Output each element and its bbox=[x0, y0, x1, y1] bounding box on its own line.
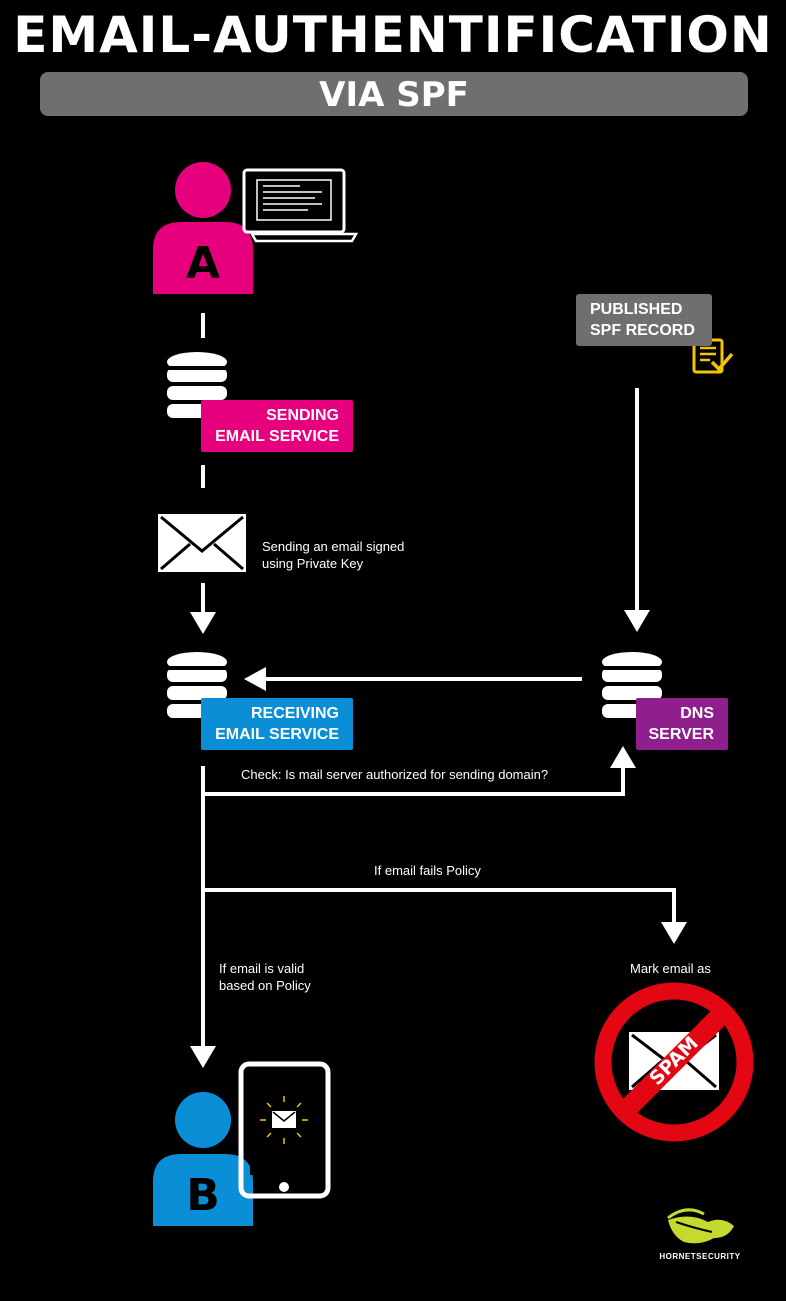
spf-document-icon bbox=[692, 338, 734, 374]
arrow-left bbox=[244, 667, 582, 691]
sending-service-line2: EMAIL SERVICE bbox=[215, 428, 339, 445]
hornet-logo-icon bbox=[667, 1208, 734, 1244]
person-b-icon bbox=[153, 1092, 253, 1226]
spf-record-line1: PUBLISHED bbox=[590, 301, 683, 318]
diagram-subtitle: VIA SPF bbox=[40, 72, 748, 116]
smartphone-icon bbox=[238, 1061, 331, 1199]
check-connector bbox=[203, 746, 636, 796]
dns-server-label: DNS SERVER bbox=[636, 698, 728, 750]
envelope-icon bbox=[158, 514, 246, 572]
person-a-letter: A bbox=[185, 238, 221, 289]
receiving-service-label: RECEIVING EMAIL SERVICE bbox=[201, 698, 353, 750]
receiving-service-line2: EMAIL SERVICE bbox=[215, 726, 339, 743]
check-note: Check: Is mail server authorized for sen… bbox=[241, 767, 549, 782]
spf-record-line2: SPF RECORD bbox=[590, 322, 695, 339]
send-note: Sending an email signed using Private Ke… bbox=[262, 538, 404, 572]
valid-note-line2: based on Policy bbox=[219, 978, 311, 993]
valid-note-line1: If email is valid bbox=[219, 961, 305, 976]
sending-service-line1: SENDING bbox=[266, 407, 339, 424]
dns-server-line1: DNS bbox=[680, 705, 714, 722]
person-b-letter: B bbox=[186, 1170, 220, 1221]
receiving-service-line1: RECEIVING bbox=[250, 705, 339, 722]
spf-record-label: PUBLISHED SPF RECORD bbox=[576, 294, 712, 346]
arrow-down bbox=[190, 583, 216, 634]
brand-name: HORNETSECURITY bbox=[659, 1252, 741, 1261]
spam-icon bbox=[594, 982, 754, 1142]
laptop-icon bbox=[242, 168, 359, 243]
dns-server-line2: SERVER bbox=[648, 726, 714, 743]
diagram-title: EMAIL-AUTHENTIFICATION bbox=[13, 6, 773, 64]
send-note-line2: using Private Key bbox=[262, 556, 364, 571]
arrow-down bbox=[624, 388, 650, 632]
sending-service-label: SENDING EMAIL SERVICE bbox=[201, 400, 353, 452]
fails-policy-note: If email fails Policy bbox=[374, 863, 481, 878]
valid-policy-note: If email is valid based on Policy bbox=[219, 960, 311, 994]
fail-connector bbox=[203, 888, 687, 944]
mark-email-note: Mark email as bbox=[630, 961, 711, 976]
person-a-icon bbox=[153, 162, 253, 294]
arrow-down bbox=[190, 1046, 216, 1068]
send-note-line1: Sending an email signed bbox=[262, 539, 405, 554]
